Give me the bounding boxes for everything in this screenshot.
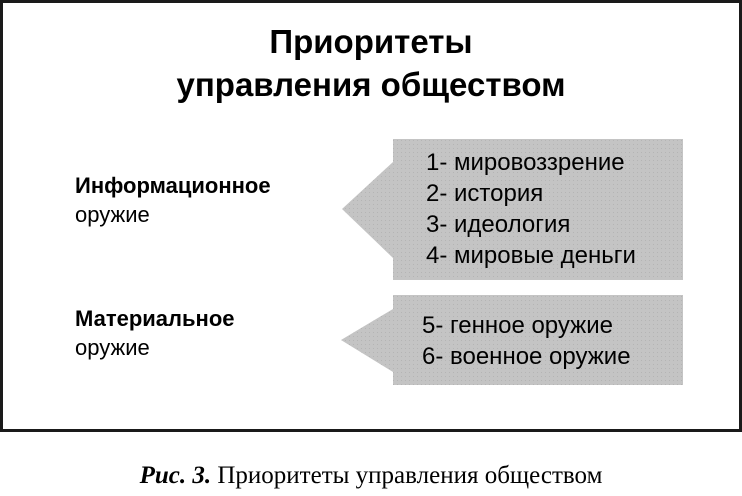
list-item: 4- мировые деньги [426, 242, 636, 269]
figure-caption-text: Приоритеты управления обществом [217, 462, 603, 489]
group-label-regular: оружие [75, 202, 150, 227]
group-label-bold: Материальное [75, 306, 235, 331]
figure-caption: Рис. 3. Приоритеты управления обществом [0, 460, 742, 492]
group-label-material: Материальное оружие [75, 304, 235, 362]
list-item: 2- история [426, 180, 544, 207]
title-line-2: управления обществом [176, 66, 566, 103]
group-label-regular: оружие [75, 335, 150, 360]
callout-arrow-shape [342, 139, 683, 280]
list-item: 6- военное оружие [422, 343, 631, 370]
figure-ref: Рис. 3. [139, 462, 212, 489]
callout-informational: 1- мировоззрение 2- история 3- идеология… [340, 139, 684, 281]
callout-material: 5- генное оружие 6- военное оружие [340, 295, 684, 386]
list-item: 1- мировоззрение [426, 149, 625, 176]
title-line-1: Приоритеты [269, 23, 473, 60]
list-item: 3- идеология [426, 211, 571, 238]
group-label-bold: Информационное [75, 173, 271, 198]
diagram-title: Приоритеты управления обществом [0, 20, 742, 106]
callout-items: 1- мировоззрение 2- история 3- идеология… [426, 147, 636, 271]
list-item: 5- генное оружие [422, 312, 613, 339]
group-label-informational: Информационное оружие [75, 171, 271, 229]
callout-arrow-shape [341, 295, 683, 385]
callout-items: 5- генное оружие 6- военное оружие [422, 310, 631, 372]
